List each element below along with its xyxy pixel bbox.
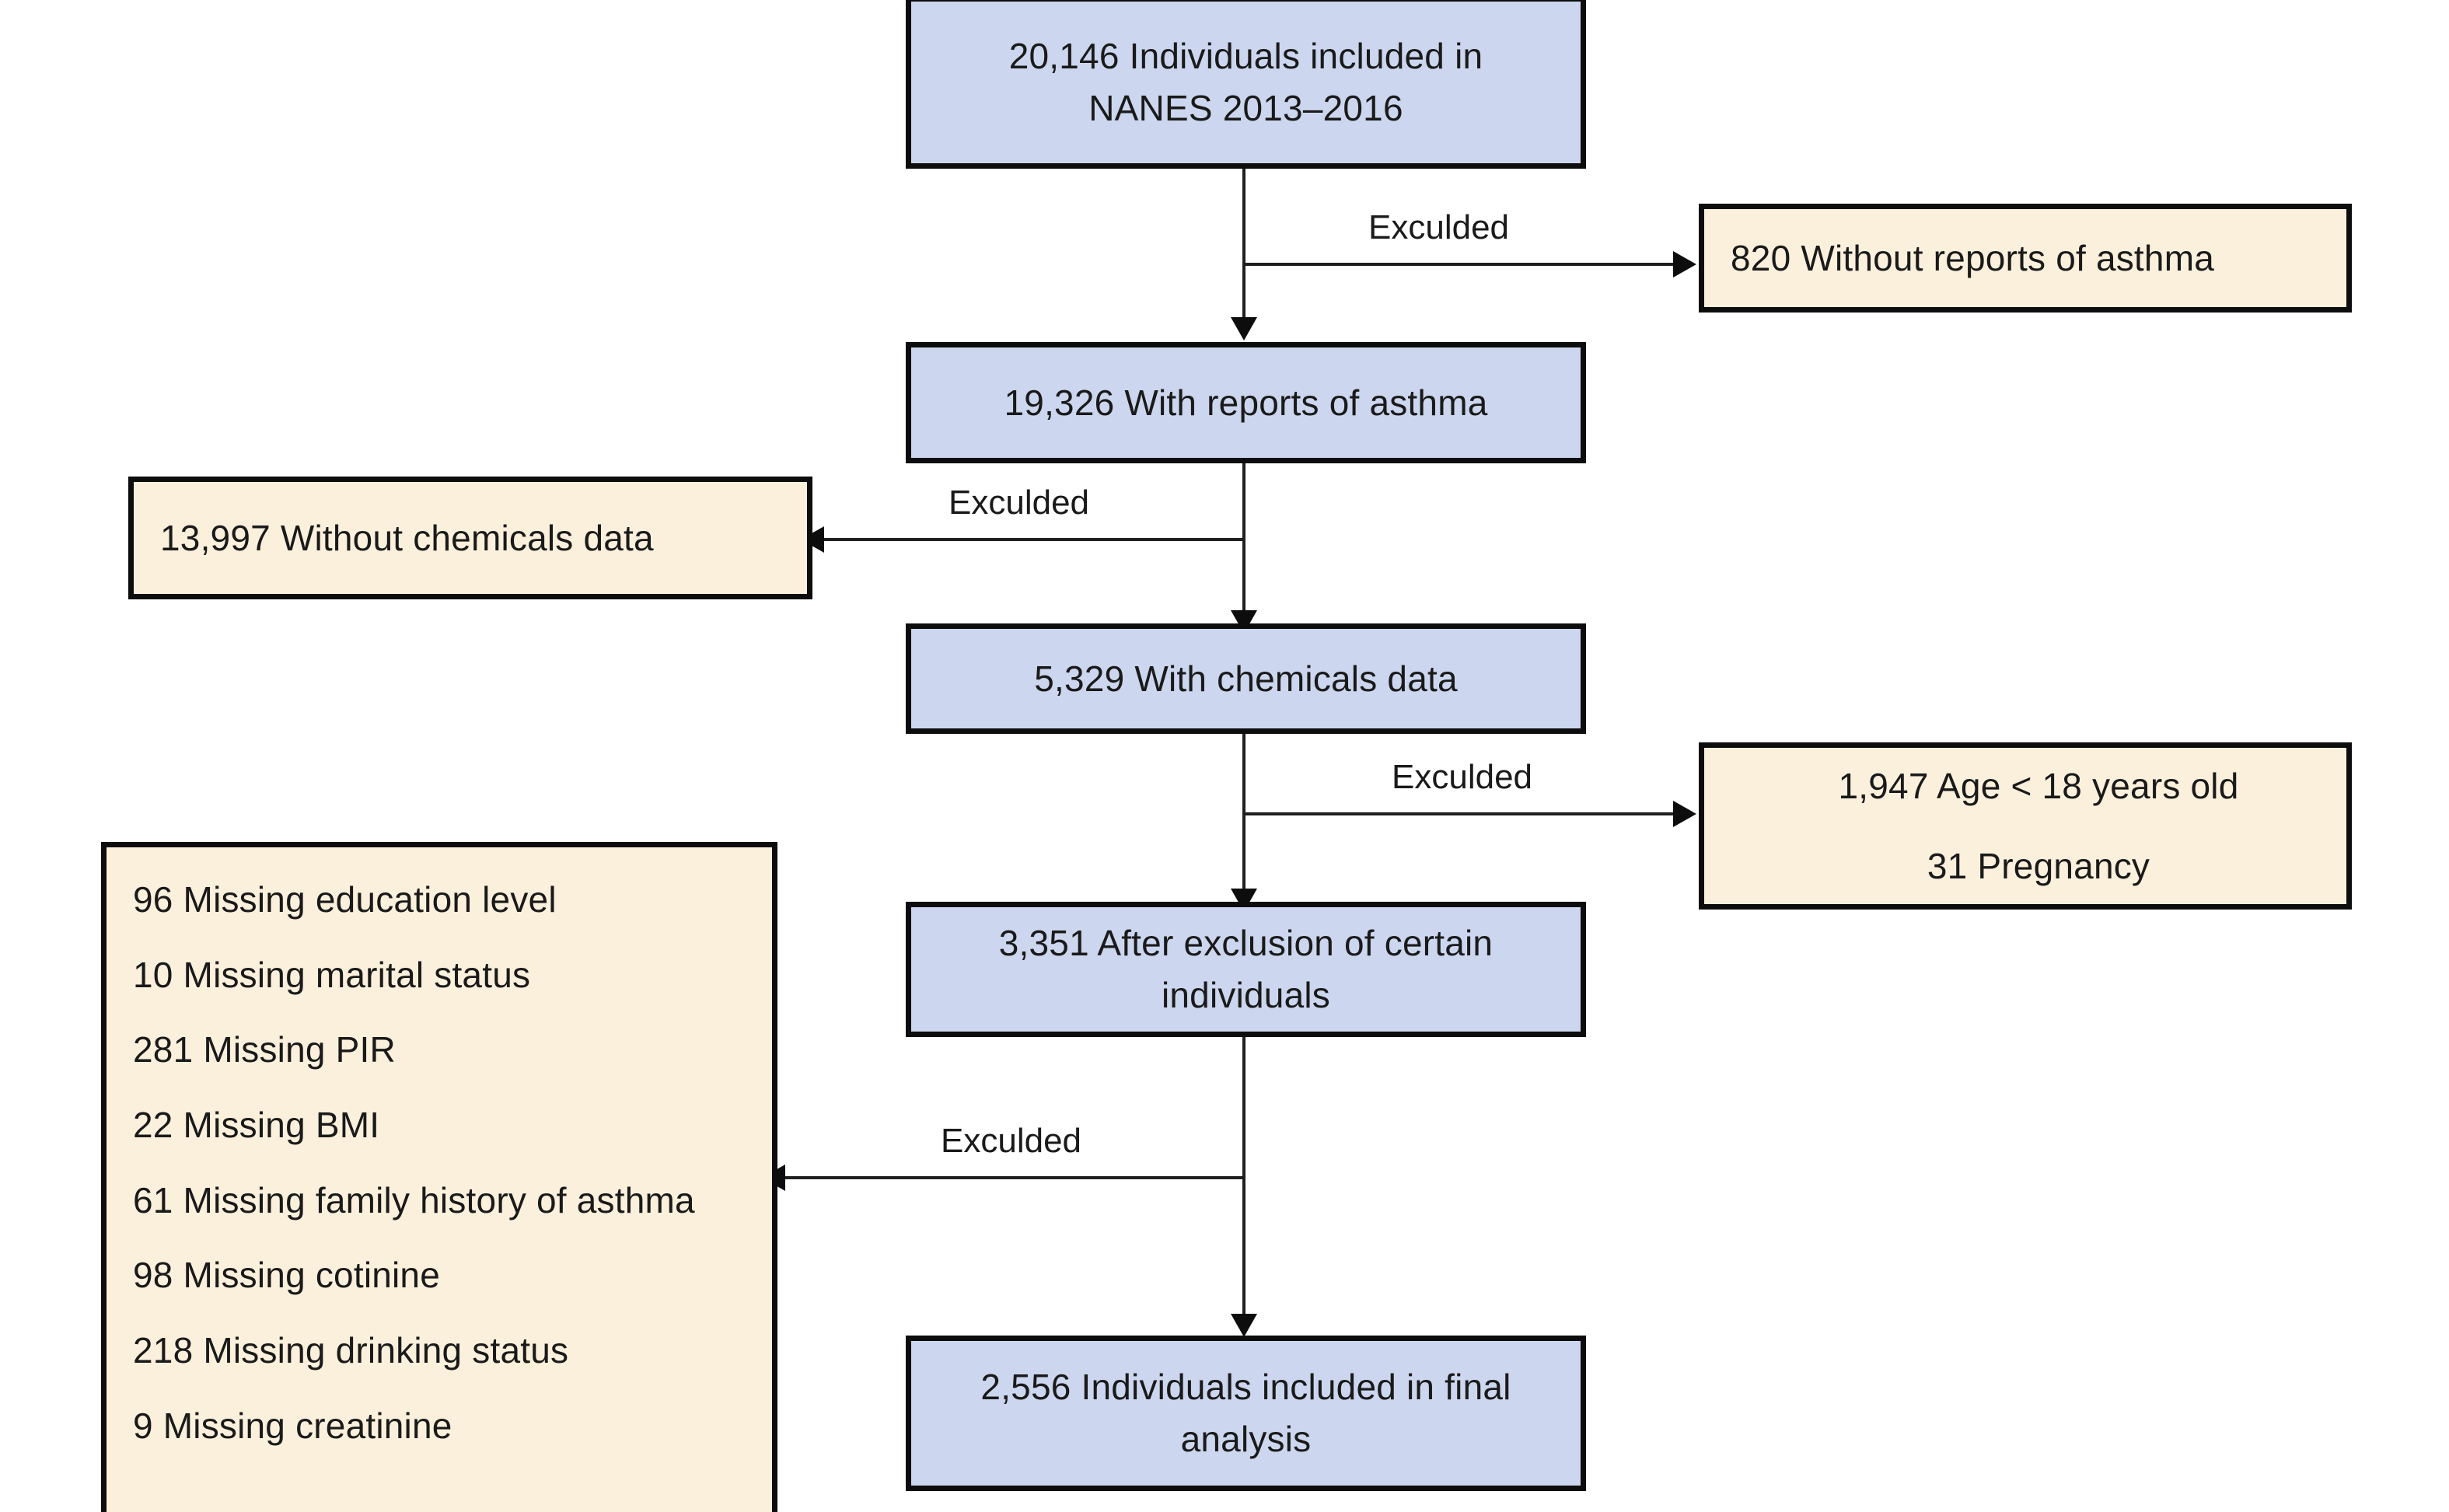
node-after-exclusion-line2: individuals	[1161, 975, 1330, 1015]
node-final-analysis-line1: 2,556 Individuals included in final	[980, 1367, 1511, 1408]
node-without-chemicals-text: 13,997 Without chemicals data	[160, 517, 654, 558]
arrow-into-final-analysis	[1231, 1314, 1257, 1337]
list-item: 9 Missing creatinine	[133, 1405, 452, 1446]
node-without-chemicals[interactable]: 13,997 Without chemicals data	[128, 477, 812, 599]
connector-trunk-4	[1242, 1037, 1245, 1326]
list-item: 218 Missing drinking status	[133, 1330, 569, 1371]
list-item: 98 Missing cotinine	[133, 1255, 441, 1296]
node-missing-covariates[interactable]: 96 Missing education level 10 Missing ma…	[101, 842, 777, 1512]
node-age-pregnancy-line2: 31 Pregnancy	[1927, 845, 2150, 886]
connector-trunk-1	[1242, 167, 1245, 330]
list-item: 281 Missing PIR	[133, 1029, 396, 1070]
node-with-asthma-reports[interactable]: 19,326 With reports of asthma	[906, 342, 1586, 463]
node-with-asthma-reports-text: 19,326 With reports of asthma	[1004, 382, 1488, 423]
node-source-population-line2: NANES 2013–2016	[1088, 88, 1403, 128]
node-final-analysis-line2: analysis	[1180, 1419, 1312, 1459]
list-item: 22 Missing BMI	[133, 1105, 380, 1146]
node-source-population[interactable]: 20,146 Individuals included in NANES 201…	[906, 0, 1586, 169]
node-without-asthma-reports[interactable]: 820 Without reports of asthma	[1699, 204, 2352, 313]
connector-branch-1	[1242, 263, 1678, 266]
edge-label-excluded-1: Exculded	[1368, 208, 1510, 246]
list-item: 61 Missing family history of asthma	[133, 1179, 695, 1220]
connector-branch-2	[824, 538, 1244, 541]
edge-label-excluded-4: Exculded	[941, 1122, 1082, 1160]
node-after-exclusion[interactable]: 3,351 After exclusion of certain individ…	[906, 902, 1586, 1037]
arrow-into-with-asthma	[1231, 317, 1257, 340]
node-age-pregnancy-line1: 1,947 Age < 18 years old	[1838, 765, 2239, 806]
connector-branch-3	[1242, 812, 1678, 815]
connector-trunk-3	[1242, 734, 1245, 902]
node-with-chemicals[interactable]: 5,329 With chemicals data	[906, 623, 1586, 734]
connector-branch-4	[785, 1176, 1244, 1179]
node-age-pregnancy[interactable]: 1,947 Age < 18 years old 31 Pregnancy	[1699, 742, 2352, 910]
node-final-analysis[interactable]: 2,556 Individuals included in final anal…	[906, 1336, 1586, 1491]
node-after-exclusion-line1: 3,351 After exclusion of certain	[998, 923, 1494, 964]
arrow-into-without-asthma	[1673, 251, 1696, 278]
connector-trunk-2	[1242, 463, 1245, 623]
node-source-population-line1: 20,146 Individuals included in	[1008, 36, 1483, 77]
node-with-chemicals-text: 5,329 With chemicals data	[1034, 658, 1458, 699]
list-item: 10 Missing marital status	[133, 954, 531, 995]
arrow-into-age-pregnancy	[1673, 801, 1696, 827]
edge-label-excluded-3: Exculded	[1392, 758, 1533, 796]
edge-label-excluded-2: Exculded	[949, 484, 1090, 522]
node-without-asthma-reports-text: 820 Without reports of asthma	[1731, 237, 2214, 278]
list-item: 96 Missing education level	[133, 879, 557, 920]
missing-covariates-list: 96 Missing education level 10 Missing ma…	[107, 847, 695, 1452]
